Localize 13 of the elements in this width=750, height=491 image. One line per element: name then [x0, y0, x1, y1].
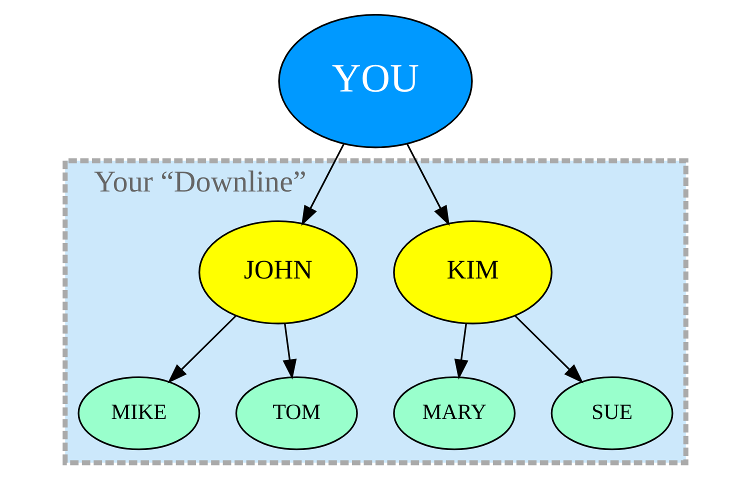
arrow: [406, 143, 450, 226]
node-ellipse: JOHN: [198, 220, 358, 324]
node-ellipse: YOU: [278, 14, 472, 148]
arrow: [300, 143, 344, 226]
node-ellipse: SUE: [550, 376, 673, 450]
arrow: [514, 315, 584, 384]
node-ellipse: MIKE: [77, 376, 200, 450]
arrow: [282, 324, 296, 380]
arrow: [454, 324, 468, 380]
arrow: [166, 315, 236, 384]
node-ellipse: MARY: [392, 376, 516, 450]
node-ellipse: KIM: [392, 220, 552, 324]
node-ellipse: TOM: [234, 376, 358, 450]
